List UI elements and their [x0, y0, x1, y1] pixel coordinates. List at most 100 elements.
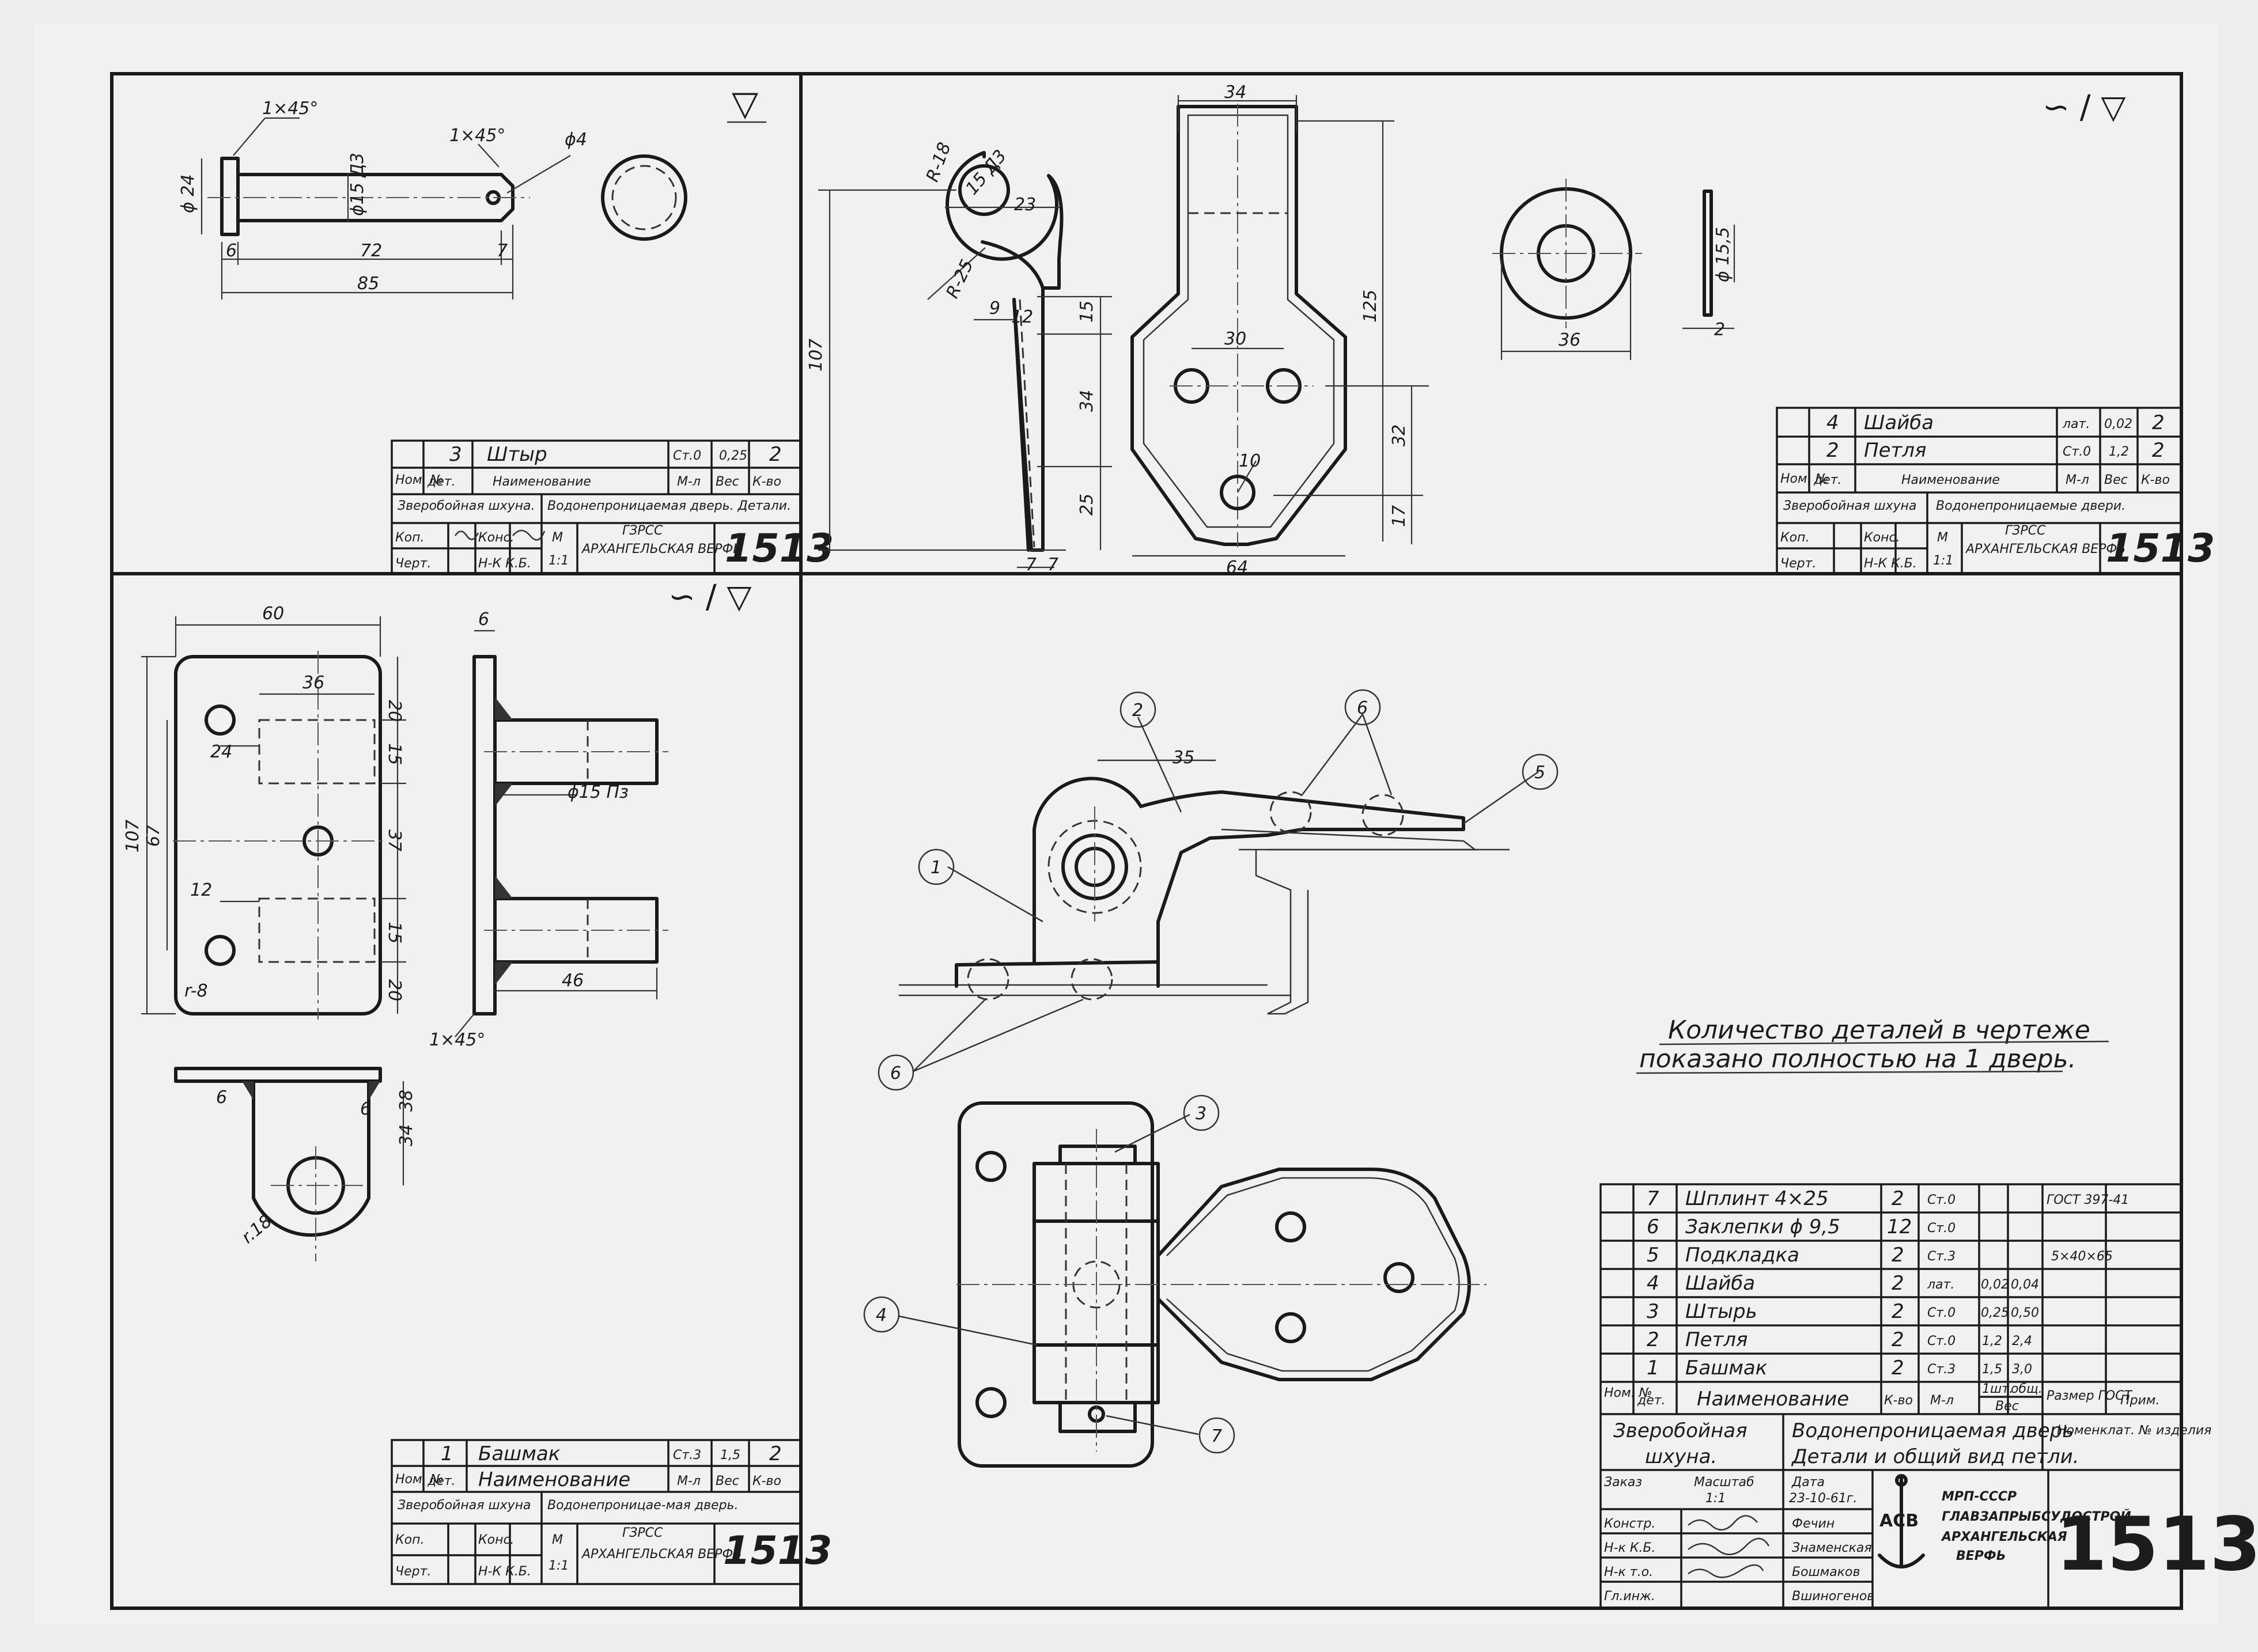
svg-text:К-во: К-во [752, 475, 781, 489]
svg-text:Ст.0: Ст.0 [1927, 1221, 1956, 1236]
svg-text:Ст.3: Ст.3 [1927, 1362, 1956, 1377]
svg-text:Наименование: Наименование [1901, 473, 2000, 487]
svg-text:36: 36 [1559, 330, 1580, 350]
svg-text:1513: 1513 [2056, 1502, 2258, 1587]
svg-text:К-во: К-во [752, 1474, 781, 1488]
svg-text:6: 6 [890, 1063, 901, 1083]
svg-text:дет.: дет. [427, 475, 456, 489]
svg-text:Зверобойная шхуна: Зверобойная шхуна [398, 1498, 531, 1513]
svg-text:Заклепки ϕ 9,5: Заклепки ϕ 9,5 [1685, 1215, 1840, 1238]
svg-text:34: 34 [1077, 390, 1097, 412]
svg-text:Вшиногенов: Вшиногенов [1792, 1589, 1874, 1604]
hinge-title-block [1776, 407, 2183, 575]
main-signatures [1688, 1515, 1770, 1578]
pin-title-block [391, 439, 802, 575]
svg-text:2: 2 [1892, 1300, 1904, 1323]
svg-text:7: 7 [1026, 555, 1037, 575]
svg-text:7: 7 [1647, 1187, 1659, 1210]
svg-text:5×40×65: 5×40×65 [2051, 1249, 2113, 1264]
base-title-text: 1 Башмак Ст.3 1,5 2 Ном. № дет. Наименов… [395, 1442, 832, 1579]
svg-text:0,02: 0,02 [2104, 417, 2132, 431]
svg-text:1: 1 [931, 858, 941, 878]
svg-text:Ст.0: Ст.0 [2063, 445, 2091, 459]
main-title-headers: Ном. № дет. Наименование К-во М-л 1шт. о… [1604, 1382, 2258, 1604]
svg-text:Ст.0: Ст.0 [1927, 1334, 1956, 1348]
svg-text:Вес: Вес [1995, 1399, 2019, 1414]
svg-text:дет.: дет. [1637, 1393, 1666, 1408]
svg-text:Штырь: Штырь [1685, 1300, 1757, 1323]
svg-text:Знаменская: Знаменская [1792, 1541, 1872, 1555]
svg-text:Ном. №: Ном. № [1780, 472, 1828, 486]
pin-title-text: 3 Штыр Ст.0 0,25 2 Ном. № дет. Наименова… [395, 443, 834, 571]
svg-text:125: 125 [1360, 290, 1380, 323]
svg-text:7: 7 [1047, 555, 1058, 575]
svg-text:ϕ15 Д3: ϕ15 Д3 [347, 153, 368, 216]
svg-text:Количество деталей в чертеже: Количество деталей в чертеже [1668, 1016, 2090, 1045]
svg-text:Петля: Петля [1864, 439, 1926, 462]
svg-text:2: 2 [1132, 700, 1143, 721]
surface-mark-top-right: ∽ / ▽ [2043, 89, 2125, 126]
svg-text:107: 107 [806, 339, 826, 372]
svg-text:0,04: 0,04 [2011, 1278, 2039, 1292]
svg-text:Вес: Вес [716, 1474, 739, 1488]
svg-text:Шайба: Шайба [1864, 411, 1934, 434]
pin-drawing [201, 117, 687, 300]
svg-text:Дата: Дата [1791, 1475, 1825, 1490]
svg-text:2: 2 [1892, 1357, 1904, 1380]
svg-text:0,50: 0,50 [2011, 1306, 2039, 1320]
svg-text:М-л: М-л [677, 1474, 701, 1488]
svg-text:1513: 1513 [2106, 526, 2215, 571]
svg-text:Ст.0: Ст.0 [1927, 1193, 1956, 1207]
svg-text:3: 3 [449, 443, 462, 466]
svg-text:М: М [552, 1533, 563, 1547]
pin-signatures [454, 529, 546, 541]
svg-text:1,2: 1,2 [1982, 1334, 2002, 1348]
svg-text:показано полностью на 1 дверь.: показано полностью на 1 дверь. [1639, 1044, 2077, 1074]
svg-text:4: 4 [1826, 411, 1839, 434]
svg-text:23-10-61г.: 23-10-61г. [1789, 1491, 1857, 1506]
svg-text:М-л: М-л [677, 475, 701, 489]
svg-text:Н-К К.Б.: Н-К К.Б. [1864, 556, 1917, 571]
svg-text:ϕ4: ϕ4 [565, 130, 587, 150]
svg-text:М: М [1937, 531, 1948, 545]
svg-text:ГЛАВЗАПРЫБСУДОСТРОЙ: ГЛАВЗАПРЫБСУДОСТРОЙ [1942, 1509, 2131, 1524]
svg-text:Штыр: Штыр [487, 443, 547, 466]
svg-text:дет.: дет. [1813, 473, 1842, 487]
svg-text:64: 64 [1226, 558, 1248, 578]
svg-text:2: 2 [769, 1442, 782, 1465]
svg-text:Водонепроницаемые двери.: Водонепроницаемые двери. [1936, 499, 2125, 513]
assembly-top-callouts: 3 4 7 [876, 1104, 1222, 1446]
svg-text:6: 6 [226, 241, 237, 261]
svg-text:2: 2 [1892, 1272, 1904, 1295]
svg-text:Башмак: Башмак [1685, 1357, 1768, 1380]
svg-text:1×45°: 1×45° [429, 1030, 485, 1050]
svg-text:12: 12 [190, 880, 212, 900]
pin-dimensions: 1×45° 1×45° ϕ4 ϕ 24 ϕ15 Д3 6 72 7 85 [178, 98, 587, 294]
svg-text:Наименование: Наименование [478, 1468, 630, 1491]
svg-text:Констр.: Констр. [1604, 1517, 1655, 1531]
svg-text:Водонепроницае-мая дверь.: Водонепроницае-мая дверь. [547, 1498, 739, 1513]
svg-text:Наименование: Наименование [1697, 1388, 1849, 1411]
svg-text:1: 1 [1647, 1357, 1659, 1380]
svg-text:МРП-СССР: МРП-СССР [1942, 1490, 2017, 1504]
svg-text:3: 3 [1647, 1300, 1659, 1323]
svg-text:2: 2 [769, 443, 782, 466]
svg-text:1×45°: 1×45° [262, 98, 318, 119]
svg-text:К-во: К-во [1884, 1393, 1913, 1408]
svg-text:Фечин: Фечин [1792, 1517, 1835, 1531]
svg-text:1:1: 1:1 [1705, 1491, 1726, 1506]
svg-text:15: 15 [384, 743, 404, 765]
svg-text:0,25: 0,25 [719, 449, 747, 463]
svg-text:1,5: 1,5 [1982, 1362, 2002, 1377]
svg-text:1:1: 1:1 [1933, 554, 1953, 568]
svg-text:шхуна.: шхуна. [1645, 1445, 1717, 1468]
svg-text:9: 9 [989, 298, 1000, 319]
svg-text:ϕ 24: ϕ 24 [178, 175, 198, 214]
svg-text:ГОСТ 397-41: ГОСТ 397-41 [2047, 1193, 2129, 1207]
svg-text:Наименование: Наименование [493, 475, 591, 489]
assembly-side-callouts: 2 1 6 5 6 35 [890, 698, 1545, 1083]
svg-text:Бошмаков: Бошмаков [1792, 1565, 1860, 1579]
svg-text:2: 2 [1892, 1244, 1904, 1267]
svg-text:Шплинт 4×25: Шплинт 4×25 [1685, 1187, 1829, 1210]
svg-text:72: 72 [360, 241, 382, 261]
